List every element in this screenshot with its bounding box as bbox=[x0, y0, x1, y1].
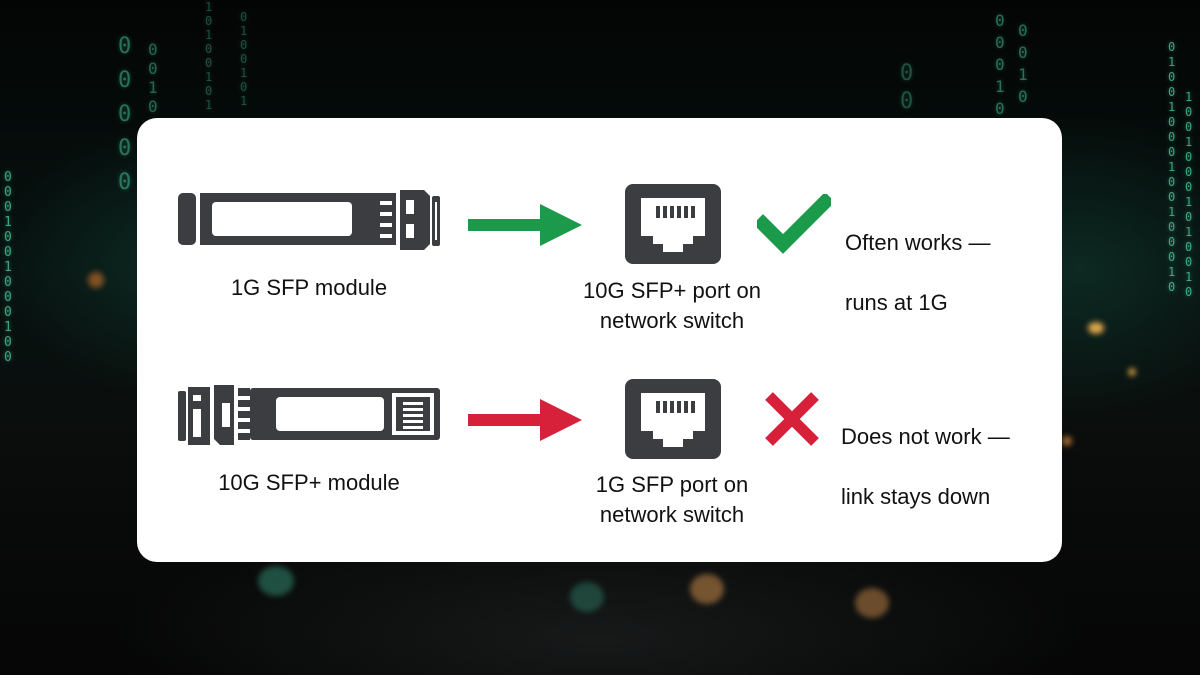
port-label: 1G SFP port on network switch bbox=[557, 470, 787, 530]
network-port-icon bbox=[625, 379, 721, 459]
arrow-shaft bbox=[468, 219, 546, 231]
bokeh-light bbox=[88, 272, 104, 288]
bokeh-light bbox=[1062, 436, 1072, 446]
port-label-line: network switch bbox=[599, 502, 745, 527]
port-label-line: 10G SFP+ port on bbox=[583, 278, 761, 303]
arrow-shaft bbox=[468, 414, 546, 426]
port-label: 10G SFP+ port on network switch bbox=[557, 276, 787, 336]
bokeh-light bbox=[570, 582, 604, 612]
binary-code-decoration: 0 1 0 0 1 0 0 0 1 0 0 1 0 0 0 1 0 bbox=[1168, 40, 1176, 294]
binary-code-decoration: 0 0 0 0 0 bbox=[118, 34, 132, 195]
arrow-right-icon bbox=[468, 399, 584, 441]
binary-code-decoration: 0 0 1 0 bbox=[1018, 21, 1028, 106]
bokeh-light bbox=[690, 574, 724, 604]
binary-code-decoration: 0 1 0 0 1 0 1 bbox=[240, 10, 248, 108]
bokeh-light bbox=[1088, 322, 1104, 334]
arrow-head bbox=[540, 399, 582, 441]
result-line: link stays down bbox=[841, 484, 991, 509]
module-label: 10G SFP+ module bbox=[218, 470, 400, 495]
bokeh-light bbox=[258, 566, 294, 596]
bokeh-light bbox=[1128, 368, 1136, 376]
binary-code-decoration: 1 0 1 0 0 1 0 1 bbox=[205, 0, 213, 112]
result-line: runs at 1G bbox=[845, 290, 948, 315]
network-port-icon bbox=[625, 184, 721, 264]
arrow-head bbox=[540, 204, 582, 246]
cross-icon bbox=[763, 390, 821, 448]
result-line: Does not work — bbox=[841, 424, 1010, 449]
bokeh-light bbox=[855, 588, 889, 618]
binary-code-decoration: 1 0 0 1 0 0 0 1 0 1 0 0 1 0 bbox=[1185, 90, 1193, 299]
checkmark-icon bbox=[757, 194, 831, 256]
arrow-right-icon bbox=[468, 204, 584, 246]
port-label-line: 1G SFP port on bbox=[595, 472, 749, 497]
port-label-line: network switch bbox=[599, 308, 745, 333]
result-note: Often works — runs at 1G bbox=[845, 198, 990, 348]
sfp-plus-module-10g-icon bbox=[178, 383, 440, 449]
sfp-module-1g-icon bbox=[178, 188, 440, 254]
binary-code-decoration: 0 0 0 1 0 0 1 0 0 0 1 0 0 bbox=[4, 170, 12, 365]
binary-code-decoration: 0 0 0 1 0 bbox=[995, 11, 1005, 118]
result-line: Often works — bbox=[845, 230, 991, 255]
module-label: 1G SFP module bbox=[230, 275, 388, 300]
result-note: Does not work — link stays down bbox=[841, 392, 1010, 542]
compatibility-card: 1G SFP module 10G SFP+ port on network s… bbox=[137, 118, 1062, 562]
